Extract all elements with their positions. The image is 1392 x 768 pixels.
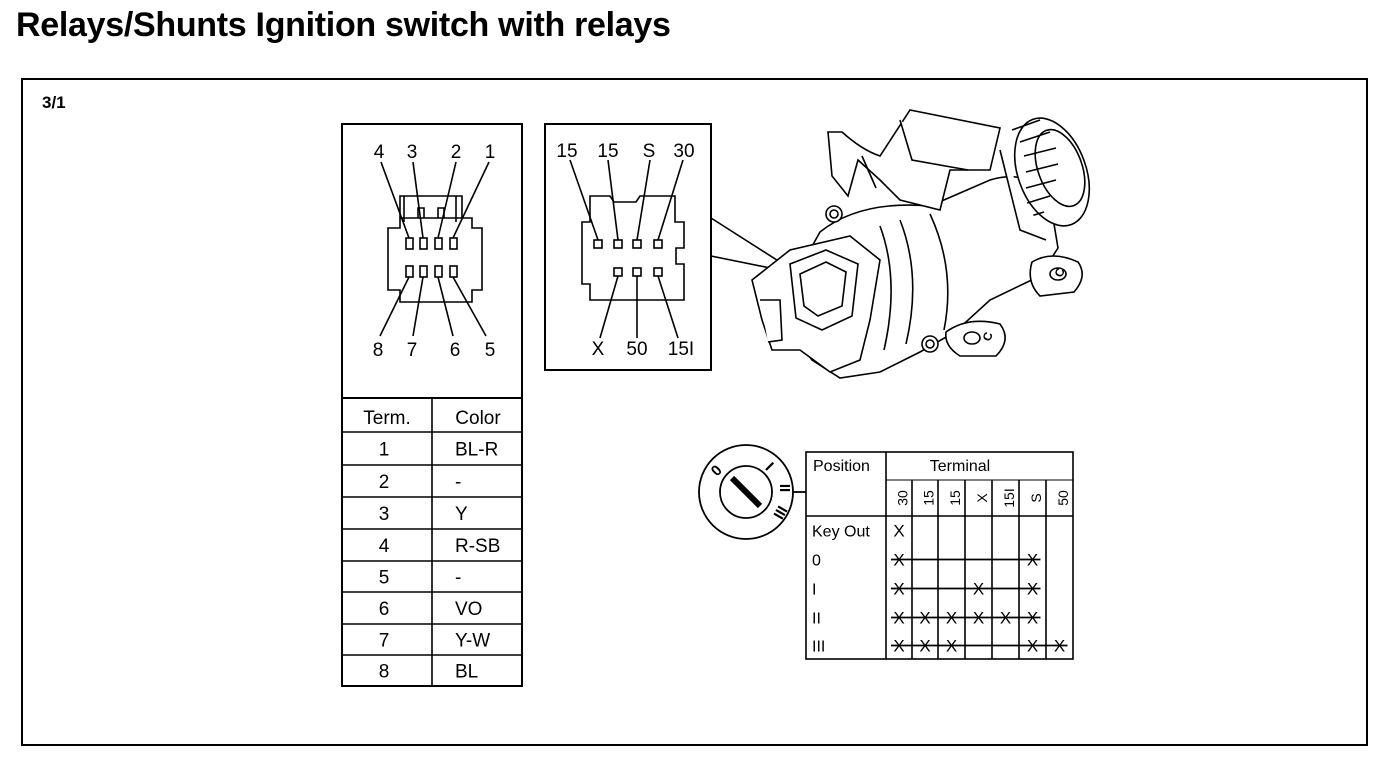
term-header: Term. [363, 408, 411, 429]
position-header: Position [813, 458, 870, 475]
color-cell: Y [455, 504, 468, 525]
color-cell: BL [455, 662, 478, 683]
position-row-label: III [812, 639, 825, 656]
pin-label: 1 [485, 142, 496, 163]
pin-label: 15 [556, 141, 577, 162]
position-row-label: 0 [812, 553, 821, 570]
pin-label: S [643, 141, 656, 162]
left-connector-drawing [379, 161, 490, 337]
terminal-column-header: 15 [921, 490, 937, 506]
left-connector-bottom-pin-labels: 8 7 6 5 [373, 340, 496, 361]
pin-label: 3 [407, 142, 418, 163]
right-connector-drawing [569, 159, 781, 339]
term-table-rows: 1 BL-R 2 - 3 Y 4 R-SB 5 - 6 VO 7 Y-W 8 BL [379, 440, 501, 683]
position-row-label: I [812, 582, 816, 599]
right-connector-top-pin-labels: 15 15 S 30 [556, 141, 694, 162]
ignition-switch-illustration [751, 109, 1091, 379]
color-cell: Y-W [455, 631, 490, 652]
terminal-column-header: 15 [947, 490, 963, 506]
color-cell: VO [455, 599, 482, 620]
figure-label: 3/1 [42, 93, 66, 112]
left-connector-top-pin-labels: 4 3 2 1 [374, 142, 496, 163]
terminal-column-headers: 30 15 15 X 15I S 50 [895, 488, 1072, 507]
terminal-column-header: X [974, 493, 990, 503]
term-number-cell: 4 [379, 536, 390, 557]
pin-label: 2 [451, 142, 462, 163]
right-connector-bottom-pin-labels: X 50 15I [592, 339, 695, 360]
pin-label: 50 [626, 339, 647, 360]
key-dial [698, 444, 806, 540]
pin-label: 15I [668, 339, 694, 360]
pin-label: 15 [597, 141, 618, 162]
term-number-cell: 8 [379, 662, 390, 683]
terminal-header: Terminal [930, 458, 990, 475]
terminal-connection-mark: X [893, 522, 904, 541]
figure-frame [21, 78, 1368, 746]
terminal-column-header: 30 [895, 490, 911, 506]
dial-label: II [776, 484, 793, 492]
page-title: Relays/Shunts Ignition switch with relay… [16, 6, 671, 44]
pin-label: 5 [485, 340, 496, 361]
position-row-label: II [812, 611, 821, 628]
position-table-headers: Position Terminal [813, 458, 990, 475]
term-table: Term. Color [363, 408, 501, 429]
term-number-cell: 3 [379, 504, 390, 525]
pin-label: 30 [673, 141, 694, 162]
term-number-cell: 5 [379, 568, 390, 589]
term-number-cell: 1 [379, 440, 390, 461]
term-number-cell: 7 [379, 631, 390, 652]
pin-label: 6 [450, 340, 461, 361]
terminal-column-header: 50 [1055, 490, 1071, 506]
right-connector-panel [544, 123, 712, 371]
term-table-grid [342, 398, 522, 686]
pin-label: 7 [407, 340, 418, 361]
color-cell: - [455, 568, 461, 589]
pin-label: 8 [373, 340, 384, 361]
color-cell: R-SB [455, 536, 500, 557]
pin-label: 4 [374, 142, 385, 163]
color-cell: - [455, 472, 461, 493]
terminal-column-header: S [1028, 493, 1044, 502]
pin-label: X [592, 339, 605, 360]
position-table-grid [805, 451, 1074, 660]
terminal-column-header: 15I [1001, 488, 1017, 507]
term-number-cell: 6 [379, 599, 390, 620]
position-row-label: Key Out [812, 524, 870, 541]
color-header: Color [455, 408, 501, 429]
color-cell: BL-R [455, 440, 498, 461]
term-number-cell: 2 [379, 472, 390, 493]
